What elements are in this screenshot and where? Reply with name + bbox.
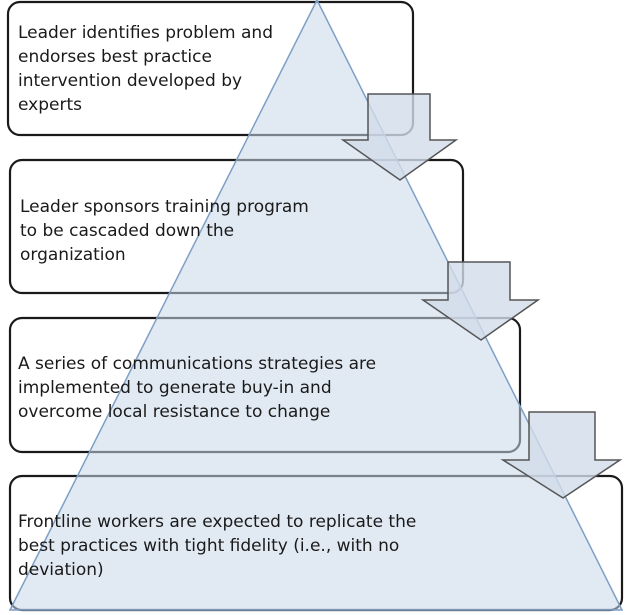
down-arrow-icon <box>500 411 623 499</box>
step-2-text: Leader sponsors training program to be c… <box>20 197 314 265</box>
down-arrow-icon <box>340 93 459 181</box>
down-arrow-icon <box>420 261 541 341</box>
step-1-text: Leader identifies problem and endorses b… <box>18 23 278 115</box>
step-3-text: A series of communications strategies ar… <box>18 354 382 422</box>
step-4-text: Frontline workers are expected to replic… <box>18 512 422 580</box>
